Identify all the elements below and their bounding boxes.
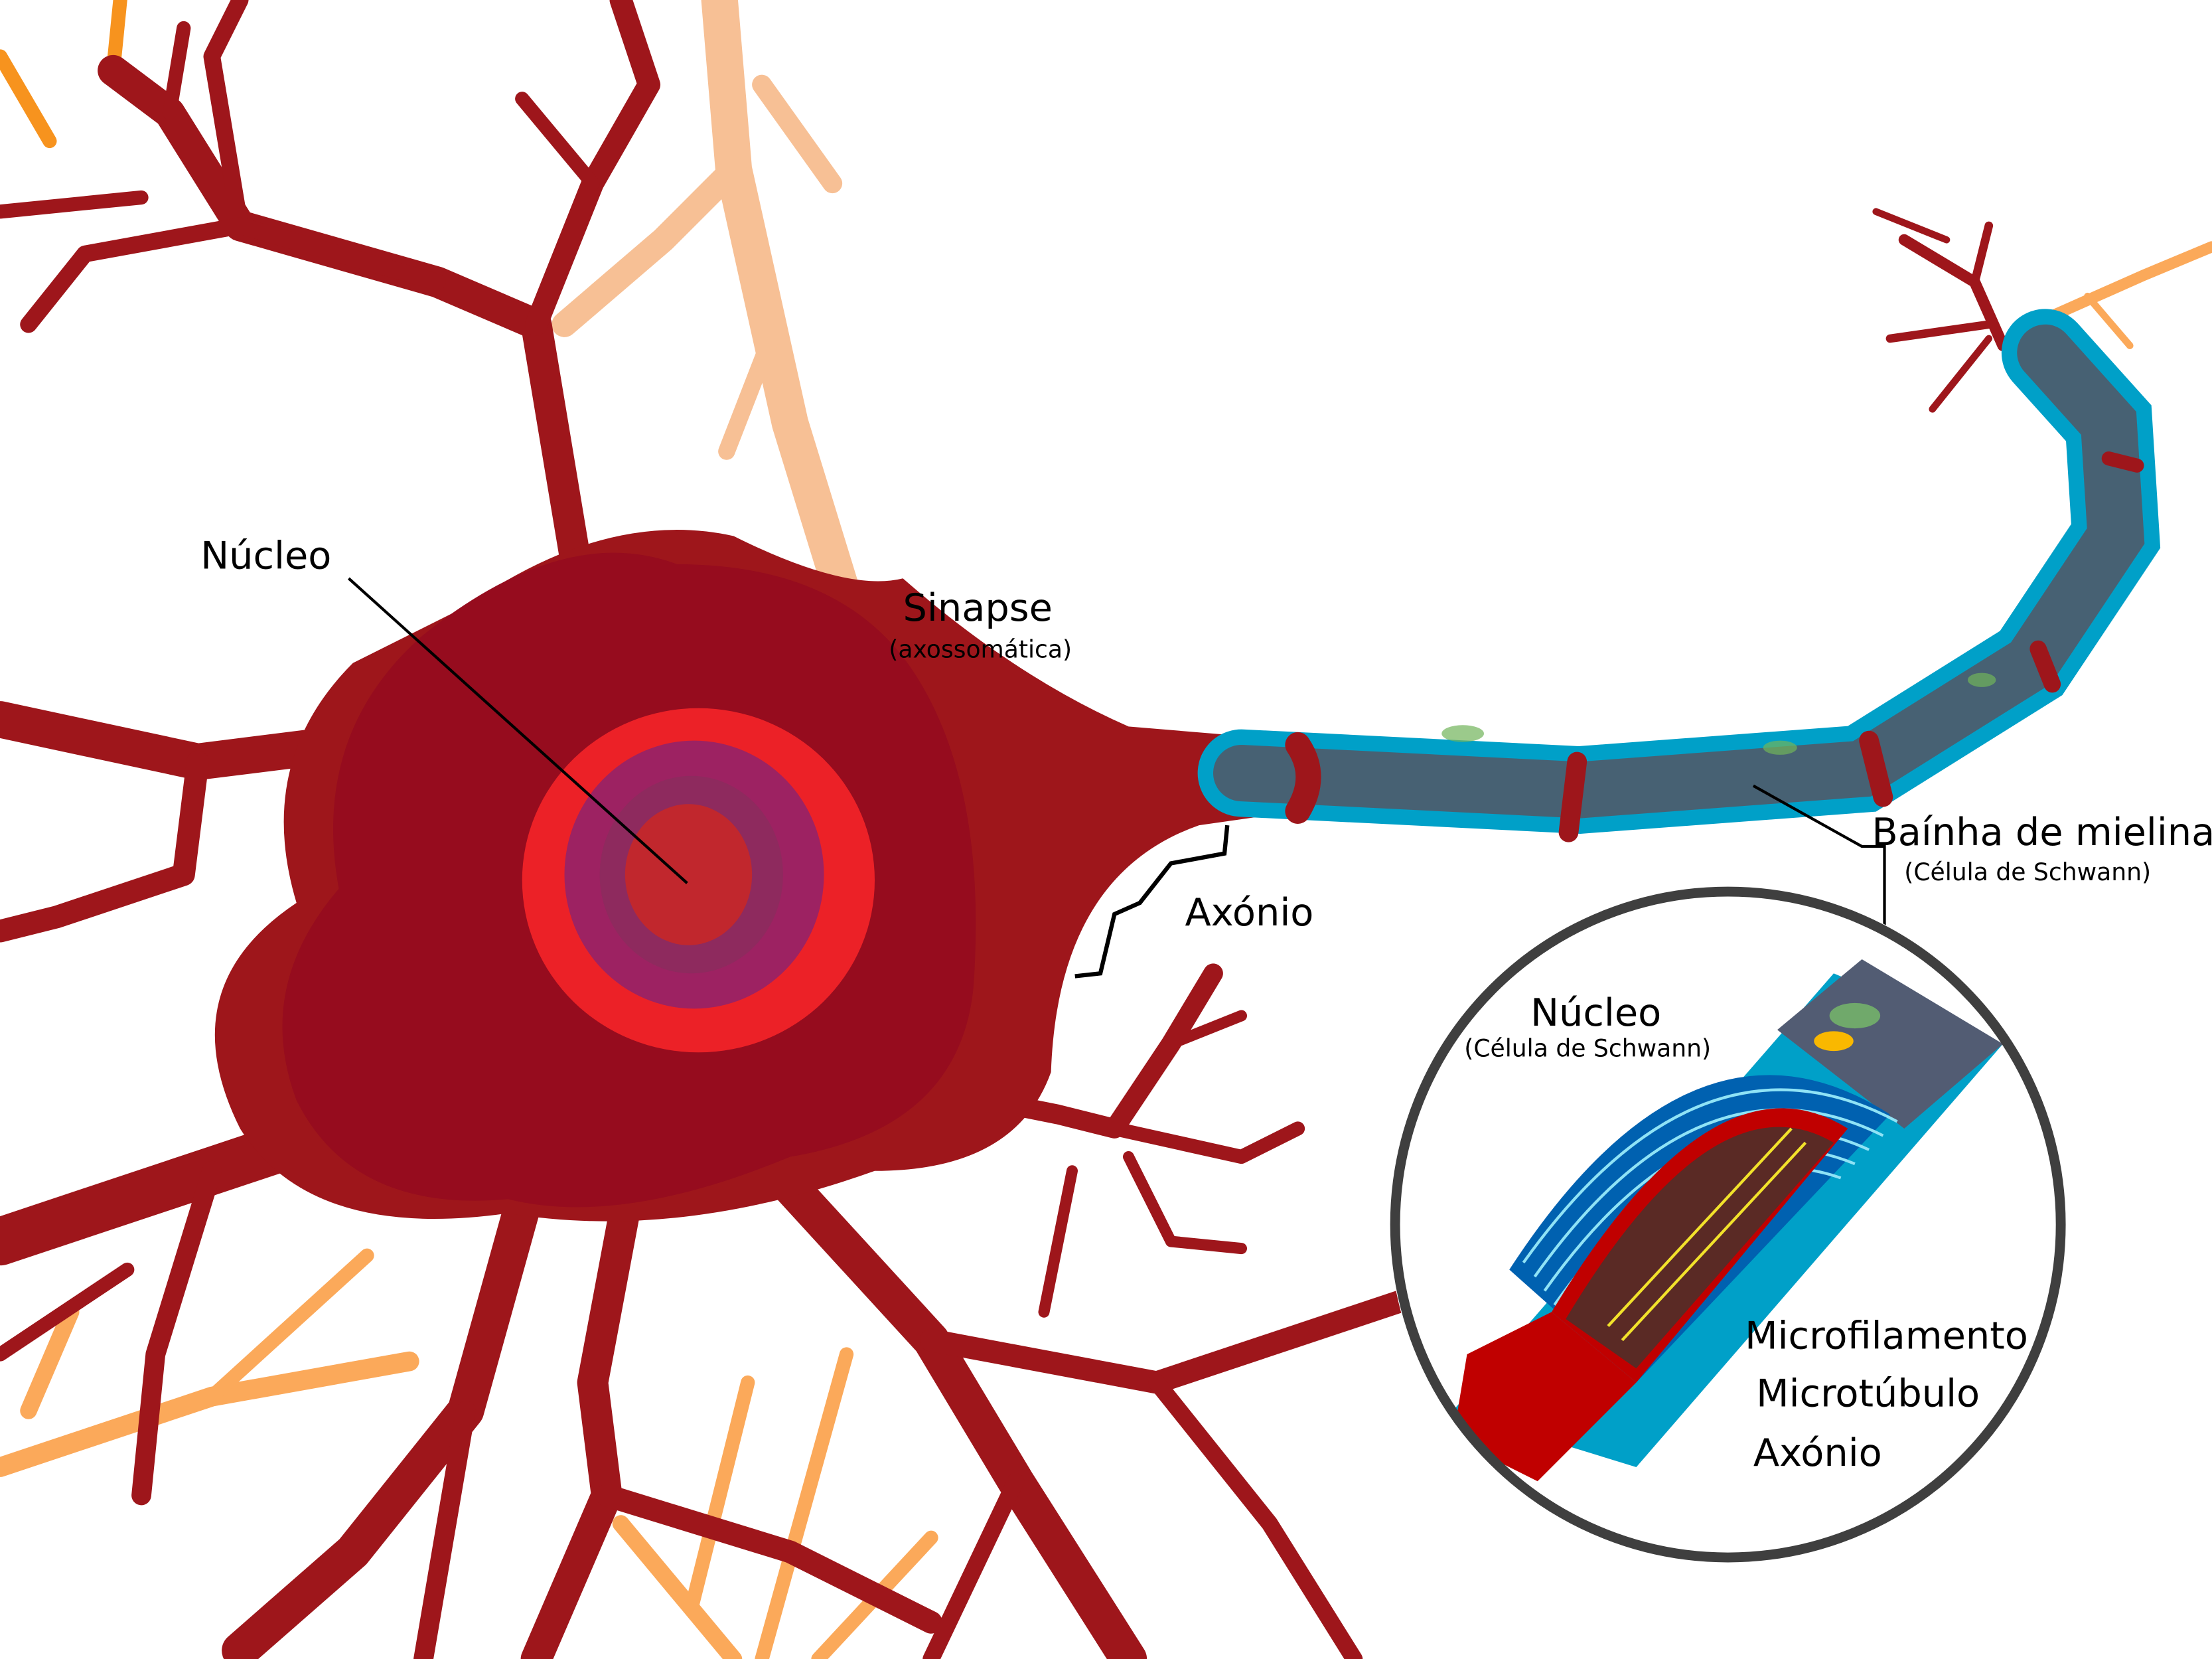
dendrites	[0, 0, 2009, 1659]
label-synapse: Sinapse	[903, 586, 1053, 630]
label-microfilament: Microfilamento	[1745, 1314, 2028, 1358]
nucleus	[522, 708, 875, 1053]
label-axon: Axónio	[1185, 890, 1314, 935]
axon	[1197, 309, 2161, 842]
label-inset-nucleus-sub: (Célula de Schwann)	[1464, 1034, 1711, 1063]
label-myelin-sub: (Célula de Schwann)	[1904, 858, 2151, 886]
label-synapse-sub: (axossomática)	[889, 635, 1072, 663]
myelin-inset	[1389, 886, 2067, 1563]
label-microtubule: Microtúbulo	[1756, 1372, 1980, 1416]
label-inset-axon: Axónio	[1753, 1431, 1882, 1475]
label-myelin: Baínha de mielina	[1872, 810, 2212, 854]
label-nucleus: Núcleo	[200, 533, 331, 578]
inset-border	[1390, 886, 2066, 1563]
label-inset-nucleus: Núcleo	[1530, 990, 1661, 1035]
